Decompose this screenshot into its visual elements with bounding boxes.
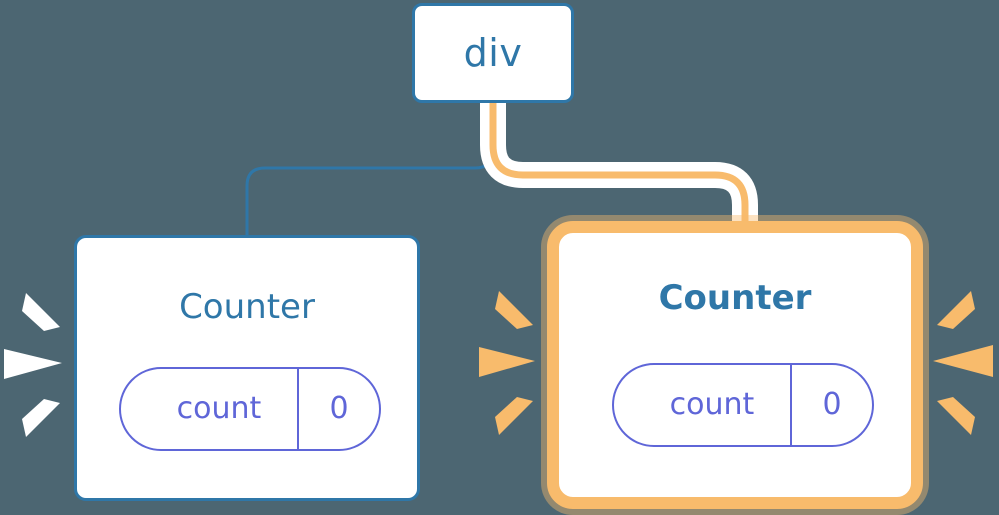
state-key-left: count — [176, 391, 262, 426]
node-div-label: div — [463, 31, 523, 75]
state-key-right: count — [669, 387, 755, 422]
node-div[interactable]: div — [412, 3, 574, 103]
node-counter-right[interactable]: Counter count 0 — [547, 221, 923, 509]
node-counter-left[interactable]: Counter count 0 — [74, 235, 420, 501]
node-counter-left-title: Counter — [179, 287, 315, 327]
state-value-left: 0 — [297, 369, 379, 449]
edge-div-to-right-counter-halo — [480, 103, 758, 233]
state-pill-left: count 0 — [119, 367, 381, 451]
state-pill-right: count 0 — [612, 363, 874, 447]
state-value-right: 0 — [790, 365, 872, 445]
edge-div-to-right-counter — [489, 103, 749, 233]
node-counter-right-title: Counter — [658, 278, 812, 318]
edge-div-to-left-counter — [245, 101, 495, 237]
